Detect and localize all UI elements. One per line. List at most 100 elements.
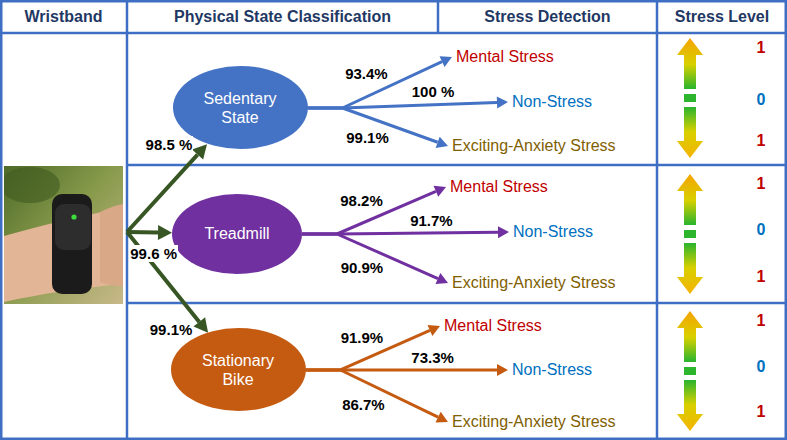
ellipse-inner: Treadmill	[172, 194, 302, 274]
edge-percentage: 93.4%	[344, 65, 389, 82]
stress-class: Exciting-Anxiety Stress	[452, 273, 616, 292]
arrow-head	[428, 325, 440, 336]
level-value: 1	[757, 267, 766, 286]
edge-percentage: 91.7%	[409, 212, 454, 229]
stress-level-arrow	[677, 38, 703, 158]
arrow-up	[677, 311, 703, 362]
stress-class: Non-Stress	[513, 222, 593, 241]
node-title: Non-Stress	[513, 222, 593, 241]
table-rule	[437, 0, 440, 33]
node-title: Mental Stress	[444, 316, 542, 335]
level-value: 0	[757, 220, 766, 239]
wristband-photo	[4, 166, 123, 304]
arrow-head	[436, 273, 448, 284]
arrow-dash	[684, 367, 696, 375]
state-ellipse: Treadmill	[172, 194, 302, 274]
arrow-head	[439, 56, 452, 67]
connector	[302, 234, 448, 284]
arrow-head	[497, 364, 508, 376]
edge-percentage: 99.1%	[345, 129, 390, 146]
edge-percentage: 99.1%	[149, 321, 194, 338]
arrow-up	[677, 174, 703, 225]
arrow-down	[677, 380, 703, 431]
arrow-head	[497, 96, 508, 108]
arrow-head	[498, 226, 509, 238]
ellipse-fill	[172, 194, 302, 274]
node-title: Wristband	[0, 0, 127, 33]
edge-percentage: 98.5 %	[145, 136, 194, 153]
table-rule	[127, 302, 787, 305]
stress-level-arrow	[677, 174, 703, 294]
edge-percentage: 98.2%	[339, 192, 384, 209]
level-value: 1	[757, 311, 766, 330]
arrow-dash	[684, 230, 696, 238]
node-title: Treadmill	[204, 224, 269, 243]
node-title: Stationary Bike	[190, 351, 286, 389]
node-title: Exciting-Anxiety Stress	[452, 273, 616, 292]
level-value: 1	[757, 174, 766, 193]
arrow-down	[677, 243, 703, 294]
edge-percentage: 100 %	[411, 83, 456, 100]
node-title: Non-Stress	[512, 92, 592, 111]
connector	[305, 370, 448, 423]
connector	[302, 226, 509, 238]
photo-band	[52, 194, 92, 294]
edge-percentage: 86.7%	[341, 396, 386, 413]
arrow-head	[435, 412, 448, 423]
edge-percentage: 90.9%	[340, 259, 385, 276]
arrow-head	[192, 144, 207, 159]
photo-band-face	[55, 204, 91, 250]
stress-class: Mental Stress	[444, 316, 542, 335]
column-header: Stress Detection	[438, 0, 657, 33]
edge-percentage: 99.6 %	[129, 245, 178, 262]
level-value: 0	[757, 90, 766, 109]
photo-hand	[100, 204, 123, 286]
column-header: Stress Level	[657, 0, 787, 33]
stress-class: Exciting-Anxiety Stress	[452, 136, 616, 155]
connector-line	[127, 230, 158, 235]
arrow-up	[677, 38, 703, 89]
state-ellipse: Stationary Bike	[171, 328, 306, 411]
photo-foliage	[4, 167, 60, 203]
node-title: Non-Stress	[512, 360, 592, 379]
level-value: 0	[757, 357, 766, 376]
level-value: 1	[757, 38, 766, 57]
arrow-head	[434, 186, 446, 197]
node-title: Mental Stress	[456, 47, 554, 66]
table-rule	[0, 32, 787, 35]
connector-line	[302, 234, 438, 279]
node-title: Exciting-Anxiety Stress	[452, 136, 616, 155]
node-title: Sedentary State	[192, 89, 288, 127]
ellipse-outline	[171, 328, 306, 411]
arrow-head	[158, 225, 172, 240]
photo-led	[71, 214, 76, 219]
stress-class: Mental Stress	[450, 177, 548, 196]
level-value: 1	[757, 131, 766, 150]
edge-percentage: 73.3%	[410, 349, 455, 366]
arrow-head	[193, 317, 208, 333]
stress-class: Non-Stress	[512, 92, 592, 111]
level-value: 1	[757, 402, 766, 421]
node-title: Exciting-Anxiety Stress	[452, 412, 616, 431]
table-rule	[126, 0, 129, 440]
arrow-down	[677, 107, 703, 158]
node-title: Mental Stress	[450, 177, 548, 196]
column-header: Physical State Classification	[127, 0, 438, 33]
wristband-column: Wristband	[0, 0, 127, 440]
ellipse-inner: Stationary Bike	[171, 328, 306, 411]
stress-level-arrow	[677, 311, 703, 431]
connector	[307, 108, 448, 148]
arrow-dash	[684, 94, 696, 102]
stress-class: Exciting-Anxiety Stress	[452, 412, 616, 431]
arrow-head	[436, 137, 448, 148]
connector-line	[305, 370, 438, 417]
table-rule	[127, 164, 787, 167]
ellipse-fill	[171, 328, 306, 411]
